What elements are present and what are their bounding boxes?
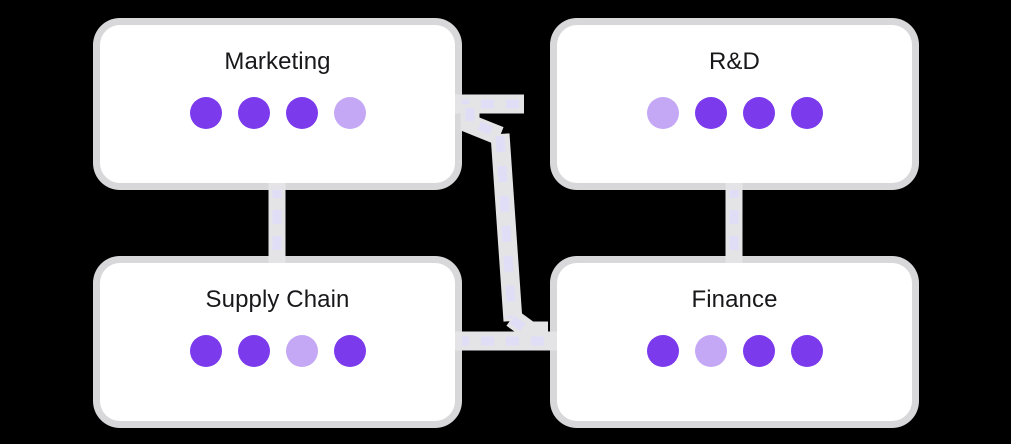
edge-line-elbow-bottom [509,316,532,335]
node-title: R&D [709,48,760,75]
node-dot-row [189,335,366,367]
node-card-marketing[interactable]: Marketing [100,25,455,183]
status-dot[interactable] [333,97,366,129]
node-dot-row [646,335,823,367]
status-dot[interactable] [694,97,727,129]
status-dot[interactable] [742,335,775,367]
status-dot[interactable] [646,97,679,129]
node-dot-row [189,97,366,129]
node-dot-row [646,97,823,129]
status-dot[interactable] [285,335,318,367]
status-dot[interactable] [790,335,823,367]
status-dot[interactable] [742,97,775,129]
node-card-rnd[interactable]: R&D [557,25,912,183]
edge-marketing-finance [452,94,560,351]
status-dot[interactable] [646,335,679,367]
node-card-supply-chain[interactable]: Supply Chain [100,263,455,421]
status-dot[interactable] [285,97,318,129]
node-title: Marketing [224,48,331,75]
edge-halo-elbow-bottom [506,310,548,341]
status-dot[interactable] [694,335,727,367]
edge-line-middle [495,135,517,319]
status-dot[interactable] [189,97,222,129]
node-title: Supply Chain [205,286,350,313]
status-dot[interactable] [237,335,270,367]
node-title: Finance [691,286,778,313]
node-card-finance[interactable]: Finance [557,263,912,421]
edge-halo-middle [490,133,523,322]
status-dot[interactable] [333,335,366,367]
status-dot[interactable] [790,97,823,129]
edge-line-elbow-top [465,108,501,139]
edge-halo-elbow-top [460,104,504,145]
status-dot[interactable] [189,335,222,367]
status-dot[interactable] [237,97,270,129]
